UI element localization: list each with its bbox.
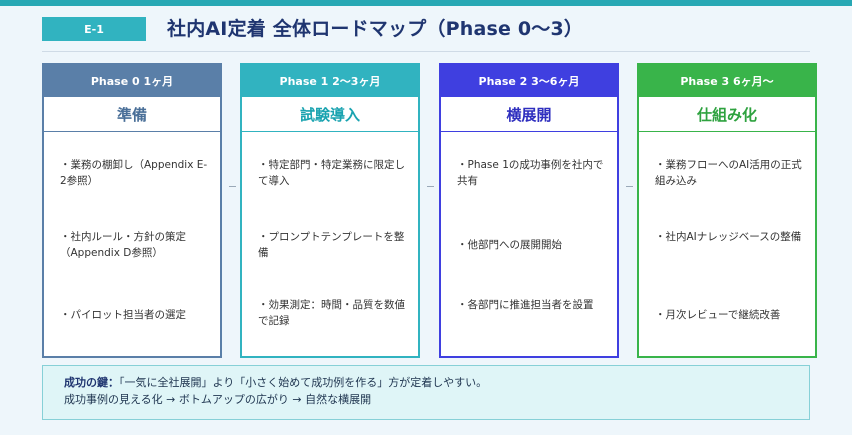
phase-1-header: Phase 1 2〜3ヶ月 [242,65,418,97]
phase-connector [229,186,236,187]
phase-connector [427,186,434,187]
phase-3-item: ・業務フローへのAI活用の正式組み込み [655,159,802,187]
top-accent-bar [0,0,852,6]
success-key-note: 成功の鍵：「一気に全社展開」より「小さく始めて成功例を作る」方が定着しやすい。 … [42,365,810,420]
phase-1-item: ・特定部門・特定業務に限定して導入 [258,159,405,187]
phase-0-item: ・パイロット担当者の選定 [60,309,186,321]
note-lead: 成功の鍵： [64,376,119,389]
note-line-1: 成功の鍵：「一気に全社展開」より「小さく始めて成功例を作る」方が定着しやすい。 [64,374,809,391]
phase-2-item: ・Phase 1の成功事例を社内で共有 [457,159,604,187]
phase-2-card: Phase 2 3〜6ヶ月 横展開 ・Phase 1の成功事例を社内で共有 ・他… [439,63,619,358]
phase-2-item: ・他部門への展開開始 [457,239,562,251]
phase-3-name: 仕組み化 [639,97,815,132]
page-title: 社内AI定着 全体ロードマップ（Phase 0〜3） [167,18,584,40]
phase-0-card: Phase 0 1ヶ月 準備 ・業務の棚卸し（Appendix E-2参照） ・… [42,63,222,358]
phase-3-card: Phase 3 6ヶ月〜 仕組み化 ・業務フローへのAI活用の正式組み込み ・社… [637,63,817,358]
phase-1-name: 試験導入 [242,97,418,132]
phase-3-item: ・月次レビューで継続改善 [655,309,781,321]
title-divider [42,51,810,52]
phase-0-header: Phase 0 1ヶ月 [44,65,220,97]
phase-0-name: 準備 [44,97,220,132]
phase-0-item: ・業務の棚卸し（Appendix E-2参照） [60,159,208,187]
section-tag: E-1 [42,17,146,41]
note-text-2: 成功事例の見える化 → ボトムアップの広がり → 自然な横展開 [64,393,372,406]
phase-2-item: ・各部門に推進担当者を設置 [457,299,594,311]
note-text-1: 「一気に全社展開」より「小さく始めて成功例を作る」方が定着しやすい。 [119,376,488,389]
phase-3-item: ・社内AIナレッジベースの整備 [655,231,802,243]
phase-1-item: ・効果測定：時間・品質を数値で記録 [258,299,405,327]
phase-1-card: Phase 1 2〜3ヶ月 試験導入 ・特定部門・特定業務に限定して導入 ・プロ… [240,63,420,358]
phase-3-header: Phase 3 6ヶ月〜 [639,65,815,97]
phase-2-header: Phase 2 3〜6ヶ月 [441,65,617,97]
phase-1-item: ・プロンプトテンプレートを整備 [258,231,405,259]
phase-2-name: 横展開 [441,97,617,132]
phase-connector [626,186,633,187]
phase-0-item: ・社内ルール・方針の策定（Appendix D参照） [60,231,186,259]
